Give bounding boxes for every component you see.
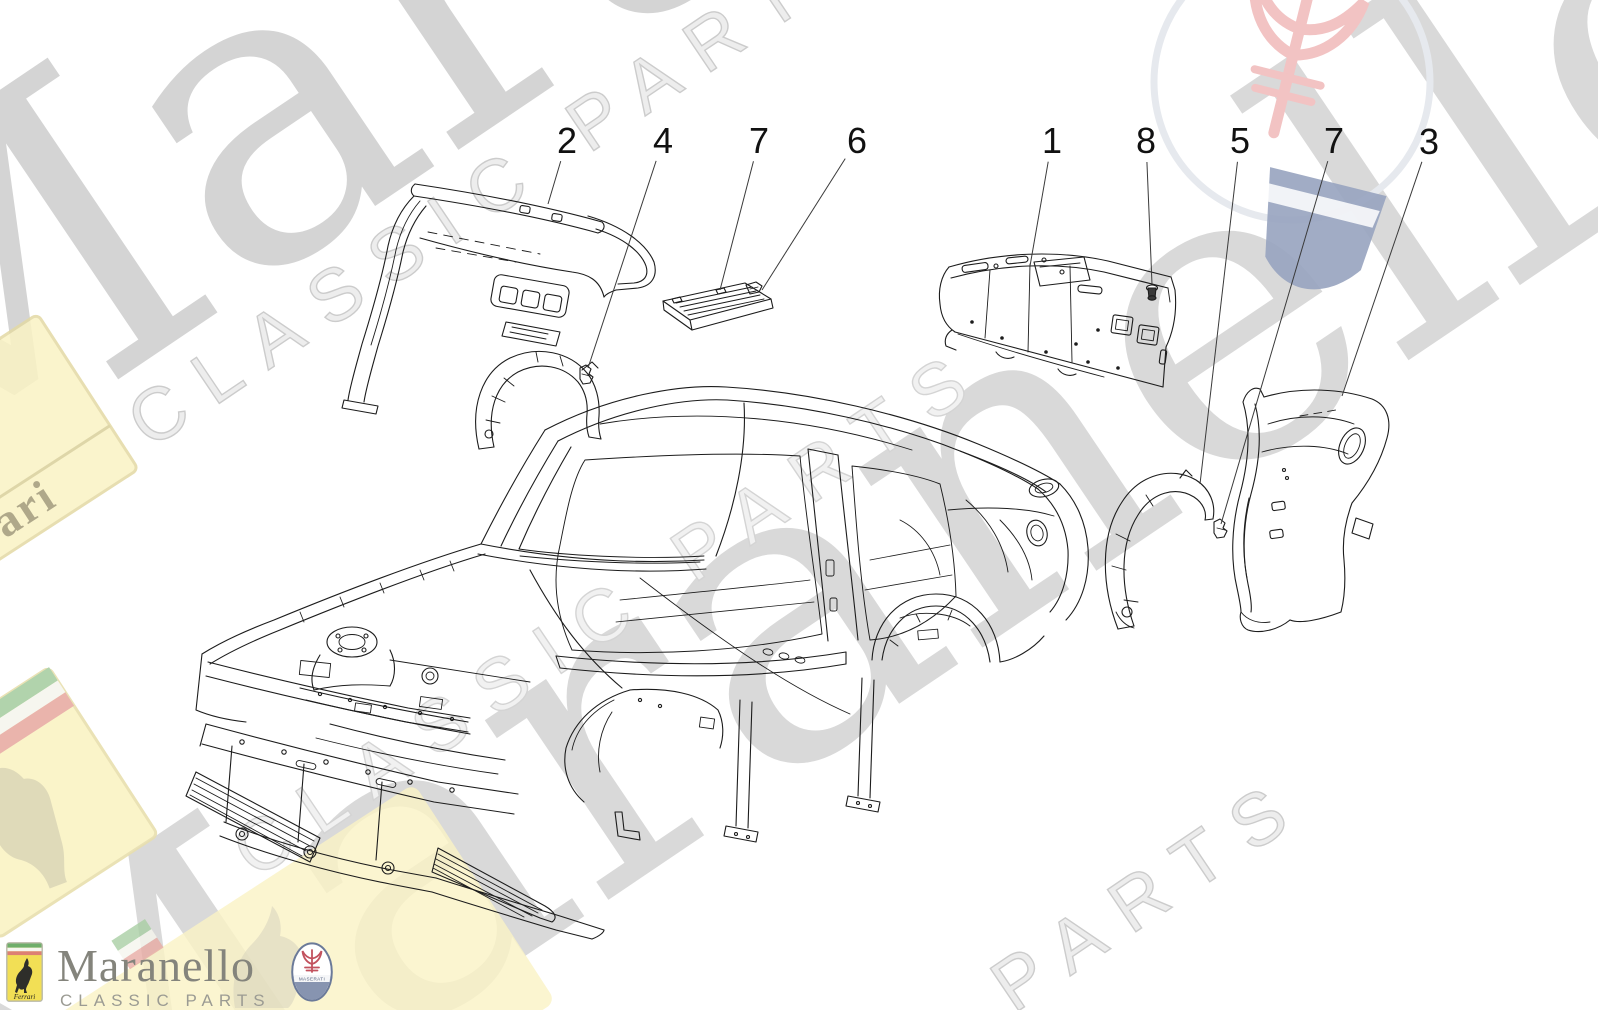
leader-line-3 — [1341, 161, 1423, 397]
leader-line-8 — [1146, 161, 1153, 285]
part-3-quarter-panel-drawing[interactable] — [1232, 387, 1390, 633]
callout-number-7[interactable]: 7 — [1324, 120, 1344, 161]
part-5-wheel-arch-drawing[interactable] — [1104, 469, 1215, 630]
callout-number-5[interactable]: 5 — [1230, 120, 1250, 161]
leader-line-4 — [587, 160, 657, 369]
part-1-rear-crossmember-drawing[interactable] — [938, 253, 1177, 388]
bumper-rib-bar-left — [185, 771, 321, 863]
logo-tagline: CLASSIC PARTS — [60, 991, 271, 1010]
plate-6-7-drawing[interactable] — [662, 281, 774, 331]
callout-number-8[interactable]: 8 — [1136, 120, 1156, 161]
tricolor-watermark-fragment — [111, 919, 164, 970]
bumper-rib-bar-front — [431, 847, 556, 923]
part-2-quarter-panel-inner-drawing[interactable] — [341, 183, 656, 415]
site-logo[interactable]: Ferrari Maranello CLASSIC PARTS MASERATI — [6, 942, 333, 1010]
svg-text:MASERATI: MASERATI — [298, 977, 324, 982]
leader-line-5 — [1199, 161, 1238, 485]
horse-watermark-shape — [233, 906, 304, 1008]
leader-line-6 — [761, 158, 846, 291]
callout-number-2[interactable]: 2 — [557, 120, 577, 161]
grommet-8-drawing[interactable] — [1145, 284, 1159, 301]
ferrari-watermark-badge-bottom — [0, 667, 158, 938]
svg-text:Ferrari: Ferrari — [13, 993, 36, 1001]
callout-number-1[interactable]: 1 — [1042, 120, 1062, 161]
leader-line-7 — [719, 161, 754, 291]
callout-number-3[interactable]: 3 — [1419, 121, 1439, 162]
logo-brand: Maranello — [57, 940, 256, 991]
callout-number-6[interactable]: 6 — [847, 120, 867, 161]
leader-line-2 — [547, 160, 562, 205]
car-body-drawing[interactable] — [185, 386, 1089, 940]
callout-number-4[interactable]: 4 — [653, 120, 673, 161]
leader-line-7 — [1220, 160, 1329, 525]
ferrari-badge-icon: Ferrari — [6, 942, 43, 1002]
clip-4-drawing[interactable] — [579, 364, 594, 385]
maserati-badge-icon: MASERATI — [290, 942, 333, 1002]
maserati-watermark-icon — [1150, 0, 1434, 290]
ferrari-watermark-badge-logo-bg — [0, 787, 552, 1010]
callout-layer: 2 4 7 6 1 8 5 7 3 — [547, 120, 1439, 525]
wheel-arch-liner-left-drawing[interactable] — [475, 350, 602, 450]
leader-line-1 — [1029, 161, 1049, 267]
callout-number-7[interactable]: 7 — [749, 120, 769, 161]
